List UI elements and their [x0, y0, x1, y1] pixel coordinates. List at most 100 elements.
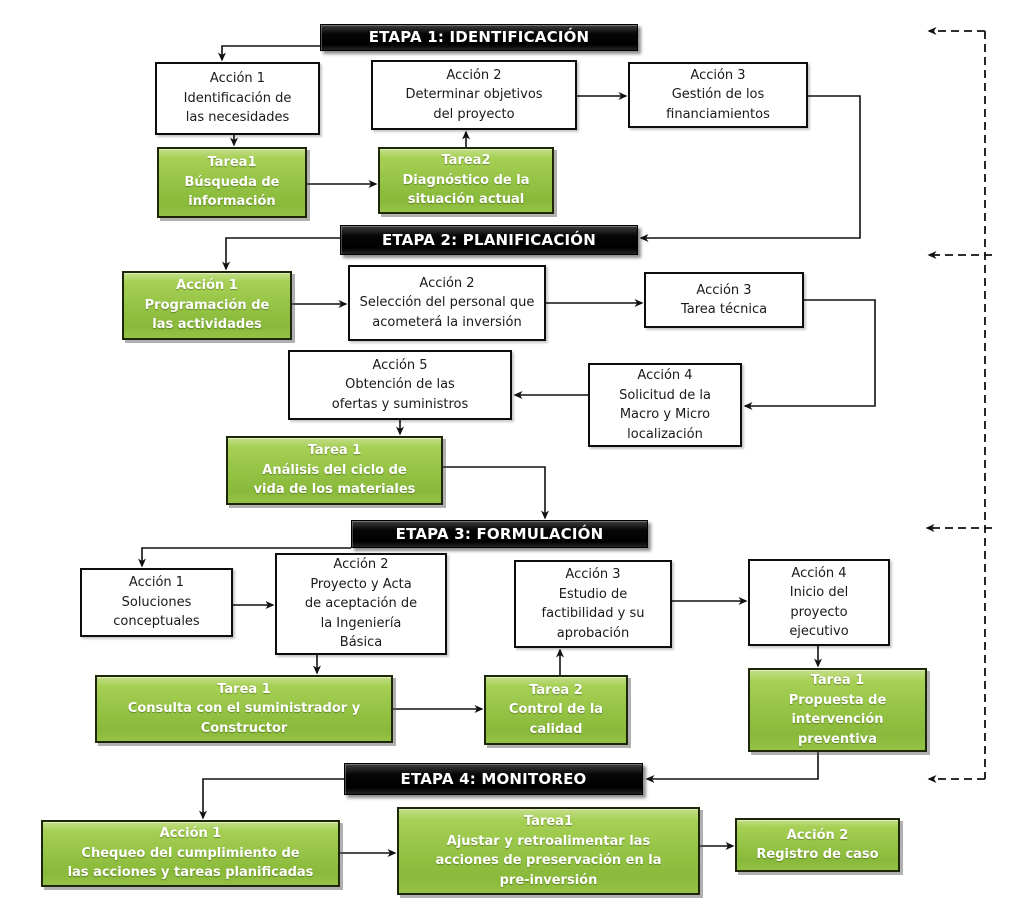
- node-e3-tarea-1-line-0: Tarea 1: [217, 681, 271, 697]
- node-e3-accion-1-line-0: Acción 1: [128, 575, 185, 591]
- node-e1-accion-3-line-0: Acción 3: [690, 67, 746, 83]
- node-e1-accion-1-line-2: las necesidades: [185, 110, 290, 126]
- node-e3-accion-2: Acción 2 Proyecto y Acta de aceptación de l…: [275, 553, 447, 655]
- solid-connector: [645, 752, 819, 783]
- node-e2-accion-5-line-1: Obtención de las: [345, 377, 455, 393]
- node-e4-accion-2: Acción 2 Registro de caso: [735, 818, 900, 872]
- node-e2-accion-3-line-0: Acción 3: [696, 282, 752, 298]
- node-e1-tarea-2-line-1: Diagnóstico de la: [402, 172, 530, 188]
- node-e4-tarea-1-line-3: pre-inversión: [499, 872, 598, 888]
- node-e3-accion-4-line-3: ejecutivo: [789, 624, 849, 639]
- node-e2-tarea-1-line-1: Análisis del ciclo de: [262, 462, 407, 478]
- node-e1-accion-2-line-2: del proyecto: [433, 106, 515, 122]
- node-e3-tarea-2-line-0: Tarea 2: [529, 682, 583, 698]
- node-e2-accion-4-line-0: Acción 4: [637, 368, 693, 383]
- node-e1-accion-3: Acción 3 Gestión de los financiamientos: [628, 62, 808, 128]
- solid-connector: [743, 299, 876, 410]
- node-e2-accion-3: Acción 3 Tarea técnica: [644, 272, 804, 328]
- stage-header-label: ETAPA 2: PLANIFICACIÓN: [381, 230, 597, 249]
- dashed-feedback-arrows: [925, 27, 992, 783]
- node-e2-tarea-1-line-0: Tarea 1: [307, 443, 362, 459]
- node-e2-accion-1-line-1: Programación de: [144, 297, 270, 313]
- node-e4-tarea-1-line-0: Tarea1: [523, 814, 573, 829]
- node-e3-accion-2-line-4: Básica: [339, 635, 383, 651]
- node-e2-accion-2-line-0: Acción 2: [419, 275, 475, 291]
- node-e1-tarea-1-line-2: información: [188, 194, 276, 210]
- node-e3-accion-2-line-1: Proyecto y Acta: [310, 576, 412, 592]
- node-e3-tarea-1b-line-2: intervención: [791, 712, 884, 727]
- node-e3-accion-3-line-0: Acción 3: [565, 567, 621, 582]
- node-e4-accion-2-line-0: Acción 2: [786, 827, 849, 843]
- solid-connector: [199, 778, 344, 820]
- node-e1-accion-2-line-1: Determinar objetivos: [405, 87, 543, 103]
- node-e3-tarea-1b-line-1: Propuesta de: [788, 692, 887, 708]
- node-e4-accion-1-line-0: Acción 1: [159, 826, 222, 842]
- node-e3-tarea-1b-line-3: preventiva: [798, 731, 877, 747]
- node-e3-tarea-2-line-2: calidad: [529, 721, 583, 737]
- node-e3-tarea-2: Tarea 2 Control de la calidad: [484, 675, 628, 745]
- node-e4-accion-1-line-1: Chequeo del cumplimiento de: [81, 845, 300, 861]
- solid-connector: [443, 466, 549, 520]
- node-e2-accion-1-line-0: Acción 1: [176, 278, 238, 294]
- solid-connector: [218, 45, 320, 62]
- stage-header-label: ETAPA 4: MONITOREO: [400, 769, 587, 788]
- node-e1-tarea-1-line-1: Búsqueda de: [184, 174, 280, 190]
- node-e3-accion-3-line-3: aprobación: [556, 625, 630, 641]
- node-e3-accion-1-line-1: Soluciones: [121, 594, 192, 610]
- node-e1-accion-3-line-1: Gestión de los: [671, 87, 765, 103]
- node-e3-tarea-1: Tarea 1 Consulta con el suministrador y Co…: [95, 675, 393, 743]
- node-e2-accion-5-line-2: ofertas y suministros: [331, 396, 469, 412]
- node-e3-accion-3-line-2: factibilidad y su: [541, 606, 645, 621]
- node-e1-accion-1-line-0: Acción 1: [209, 71, 266, 87]
- node-e4-accion-1-line-2: las acciones y tareas planificadas: [67, 865, 314, 881]
- node-e4-tarea-1-line-2: acciones de preservación en la: [435, 853, 662, 868]
- node-e3-accion-2-line-2: de aceptación de: [304, 596, 418, 612]
- node-e3-accion-4-line-1: Inicio del: [789, 585, 849, 600]
- node-e2-accion-4-line-2: Macro y Micro: [619, 407, 711, 422]
- stage-header-label: ETAPA 3: FORMULACIÓN: [395, 524, 604, 543]
- node-e3-tarea-1b-line-0: Tarea 1: [810, 673, 865, 688]
- node-e1-accion-1: Acción 1 Identificación de las necesidades: [155, 62, 320, 135]
- node-e1-accion-2: Acción 2 Determinar objetivos del proyecto: [371, 60, 577, 130]
- node-e4-accion-1: Acción 1 Chequeo del cumplimiento de las a…: [41, 820, 340, 887]
- node-e1-accion-3-line-2: financiamientos: [666, 106, 770, 122]
- solid-connector: [639, 95, 861, 242]
- node-e3-tarea-2-line-1: Control de la: [508, 702, 604, 718]
- node-e2-accion-4-line-3: localización: [627, 426, 703, 442]
- node-e3-accion-4-line-2: proyecto: [790, 604, 848, 620]
- node-e4-tarea-1-line-1: Ajustar y retroalimentar las: [446, 833, 651, 849]
- node-e2-tarea-1-line-2: vida de los materiales: [253, 482, 416, 498]
- node-e4-accion-2-line-1: Registro de caso: [756, 847, 879, 862]
- node-e2-accion-1: Acción 1 Programación de las actividades: [122, 271, 292, 340]
- stage-header-label: ETAPA 1: IDENTIFICACIÓN: [368, 28, 590, 47]
- node-e1-tarea-2-line-2: situación actual: [407, 192, 525, 208]
- node-e3-tarea-1b: Tarea 1 Propuesta de intervención preventiv…: [748, 668, 927, 752]
- node-e3-tarea-1-line-2: Constructor: [200, 720, 288, 736]
- node-e2-accion-3-line-1: Tarea técnica: [680, 302, 768, 317]
- stage-header-etapa-2: ETAPA 2: PLANIFICACIÓN: [340, 225, 638, 255]
- node-e1-accion-2-line-0: Acción 2: [446, 67, 502, 83]
- node-e1-accion-1-line-1: Identificación de: [183, 90, 292, 106]
- solid-connector: [138, 547, 351, 568]
- node-e3-accion-3: Acción 3 Estudio de factibilidad y su aprob…: [514, 560, 672, 648]
- node-e1-tarea-1-line-0: Tarea1: [207, 155, 257, 171]
- node-e3-accion-2-line-3: la Ingeniería: [320, 615, 402, 631]
- node-e3-accion-3-line-1: Estudio de: [558, 586, 628, 602]
- node-e2-accion-1-line-2: las actividades: [152, 317, 262, 333]
- node-e3-accion-2-line-0: Acción 2: [333, 557, 389, 573]
- solid-connector: [222, 237, 340, 271]
- stage-header-etapa-4: ETAPA 4: MONITOREO: [344, 763, 643, 795]
- node-e3-tarea-1-line-1: Consulta con el suministrador y: [127, 701, 361, 717]
- node-e2-accion-2-line-1: Selección del personal que: [359, 295, 535, 311]
- node-e1-tarea-2-line-0: Tarea2: [441, 153, 491, 169]
- solid-flow-arrows: [138, 45, 876, 857]
- node-e2-tarea-1: Tarea 1 Análisis del ciclo de vida de los …: [226, 436, 443, 505]
